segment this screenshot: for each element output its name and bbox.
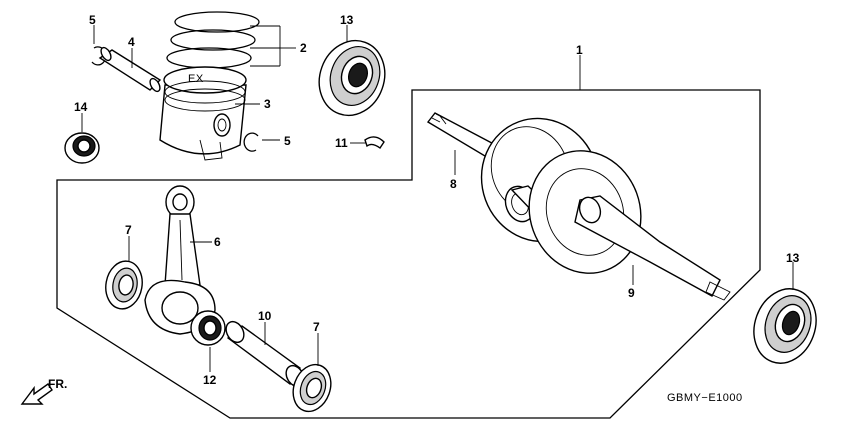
crankshaft-bearing-right	[753, 288, 817, 364]
thrust-washer-right	[292, 363, 332, 413]
piston: EX	[159, 66, 247, 161]
callout-13-upper: 13	[340, 13, 354, 27]
callout-7-left: 7	[125, 223, 132, 237]
front-arrow-icon	[20, 383, 53, 405]
small-end-needle-bearing	[64, 132, 100, 164]
callout-10: 10	[258, 309, 272, 323]
connecting-rod	[144, 185, 216, 335]
callout-5-upper: 5	[89, 13, 96, 27]
woodruff-key	[364, 136, 385, 150]
callout-5-lower: 5	[284, 134, 291, 148]
piston-pin	[98, 46, 162, 93]
callout-12: 12	[203, 373, 217, 387]
svg-text:EX: EX	[188, 73, 204, 85]
thrust-washer-left	[105, 260, 143, 310]
callout-9: 9	[628, 286, 635, 300]
callout-labels: 5 4 2 3 5 13 11 14 1 8 9 13 7 6 10 7 12	[74, 13, 800, 387]
piston-rings	[166, 11, 260, 69]
crankshaft	[426, 112, 731, 301]
callout-2: 2	[300, 41, 307, 55]
callout-7-right: 7	[313, 320, 320, 334]
crankshaft-bearing-upper	[318, 39, 386, 117]
direction-label: FR.	[48, 377, 67, 391]
callout-8: 8	[450, 177, 457, 191]
leader-lines	[81, 25, 794, 372]
callout-13-right: 13	[786, 251, 800, 265]
callout-1: 1	[576, 43, 583, 57]
diagram-code: GBMY−E1000	[667, 392, 743, 404]
callout-14: 14	[74, 100, 88, 114]
callout-4: 4	[128, 35, 135, 49]
callout-3: 3	[264, 97, 271, 111]
big-end-needle-bearing	[190, 310, 226, 346]
callout-6: 6	[214, 235, 221, 249]
assembly-outline	[56, 89, 761, 419]
piston-pin-clip-lower	[243, 132, 259, 152]
front-direction-indicator: FR.	[20, 377, 67, 405]
callout-11: 11	[335, 136, 348, 150]
